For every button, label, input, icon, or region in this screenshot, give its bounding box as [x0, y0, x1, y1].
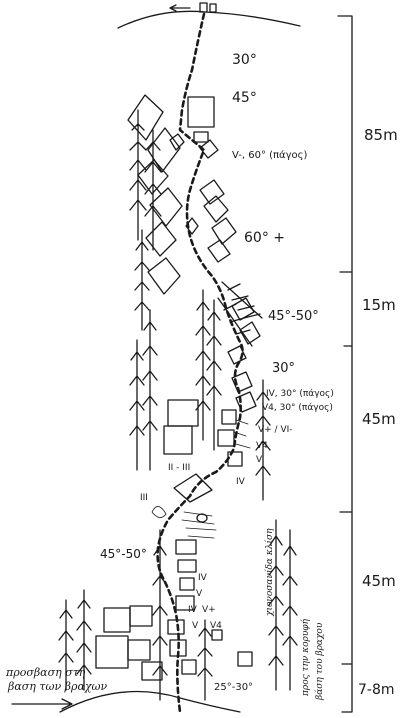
grade-low-5: IV	[188, 605, 198, 615]
summit-cross-icon	[199, 2, 208, 13]
tree-mid-1	[195, 289, 211, 441]
length-bracket-45m-lower	[341, 511, 353, 665]
rock-slab	[211, 629, 223, 641]
angle-couloir: 45°-50°	[268, 309, 319, 324]
rock-slab	[235, 391, 257, 413]
rock-slab	[177, 559, 197, 573]
rock-slab	[127, 94, 164, 141]
rock-slab	[207, 239, 231, 263]
tree-left-4	[142, 309, 158, 471]
roman-mark-2-3: II - III	[168, 463, 190, 473]
roman-mark-3: III	[140, 493, 148, 503]
grade-iv-side: IV	[236, 477, 246, 487]
rock-slab	[199, 139, 219, 159]
tree-bottom-left-1	[76, 589, 92, 691]
length-bracket-85m	[337, 15, 353, 273]
approach-note-line2: βαση των βραχων	[7, 680, 108, 693]
grade-v: V	[256, 455, 263, 465]
ground-line	[59, 690, 241, 713]
rock-slab	[169, 133, 185, 151]
rock-slab	[231, 297, 255, 321]
length-bracket-45m-upper	[339, 345, 353, 513]
rock-slab	[237, 651, 253, 667]
grade-v4: V4	[256, 441, 268, 451]
angle-upper: 45°	[232, 90, 257, 106]
vertical-note-2: προς την κορυφή	[300, 618, 311, 697]
arrow-left-icon	[169, 4, 191, 12]
angle-mid: 60° +	[244, 230, 285, 246]
grade-v-plus: V+ / VI-	[258, 425, 293, 435]
belay-mark	[196, 513, 208, 523]
route-line	[156, 12, 244, 714]
rock-slab	[141, 661, 163, 681]
angle-top: 30°	[232, 52, 257, 68]
angle-v-ice: V-, 60° (πάγος)	[232, 149, 308, 161]
rock-slab	[221, 409, 237, 425]
length-bracket-15m	[343, 271, 353, 347]
length-15m: 15m	[362, 296, 396, 314]
rock-slab	[231, 371, 253, 393]
rock-slab	[127, 639, 151, 661]
length-45m-upper: 45m	[362, 410, 396, 428]
tree-left-2	[144, 129, 162, 251]
tree-right-1	[255, 379, 271, 501]
tree-right-2	[268, 519, 284, 691]
grade-v4-ice: V4, 30° (πάγος)	[262, 403, 333, 413]
tree-left-5	[129, 339, 145, 471]
rock-slab	[239, 321, 261, 345]
length-7-8m: 7-8m	[358, 682, 395, 698]
rock-slab	[145, 221, 177, 257]
rock-slab	[175, 595, 195, 611]
tree-bottom-left-2	[152, 529, 168, 701]
rock-slab	[137, 159, 169, 195]
tree-bottom-left-3	[58, 599, 74, 691]
vertical-note-1: χιονοσανίδα κλίση	[264, 528, 275, 617]
summit-ridge	[117, 10, 301, 29]
vertical-note-3: βάση του βραχου	[314, 622, 325, 701]
angle-lower-30: 30°	[272, 361, 295, 376]
tree-left-3	[134, 229, 150, 331]
angle-left-slope: 45°-50°	[100, 547, 147, 561]
rock-slab	[187, 96, 215, 128]
grade-low-6: V4	[210, 621, 222, 631]
rock-slab	[181, 659, 197, 675]
rock-slab	[193, 131, 209, 143]
rock-slab	[167, 399, 199, 427]
rock-slab	[217, 429, 235, 447]
length-45m-lower: 45m	[362, 572, 396, 590]
rock-slab	[211, 217, 237, 245]
tree-bottom-mid	[197, 619, 213, 701]
rock-slab	[227, 345, 247, 365]
rock-slab	[199, 179, 225, 205]
grade-low-4: V	[192, 621, 199, 631]
rock-slab	[95, 635, 129, 669]
length-bracket-7-8m	[341, 663, 353, 713]
approach-note-line1: προσβαση στη	[5, 666, 86, 679]
rock-slab	[179, 577, 195, 591]
couloir-trees	[217, 281, 263, 347]
tree-right-3	[282, 529, 298, 691]
rock-slab	[103, 607, 131, 633]
rock-slab	[175, 539, 197, 555]
rock-texture	[151, 506, 167, 518]
grade-low-2: V	[196, 589, 203, 599]
grade-low-3: V+	[202, 605, 216, 615]
angle-base-slope: 25°-30°	[214, 682, 253, 693]
rock-slab	[147, 257, 181, 295]
rock-texture	[181, 511, 217, 539]
rock-slab	[167, 619, 185, 635]
approach-arrow	[11, 698, 73, 710]
tree-mid-2	[206, 299, 222, 451]
grade-low-1: IV	[198, 573, 208, 583]
grade-iv-ice: IV, 30° (πάγος)	[266, 389, 334, 399]
rock-slab	[173, 473, 213, 503]
rock-slab	[203, 195, 229, 223]
rock-slab	[149, 187, 183, 227]
length-85m: 85m	[364, 126, 398, 144]
rock-slab	[129, 605, 153, 627]
rock-slab	[163, 425, 193, 455]
